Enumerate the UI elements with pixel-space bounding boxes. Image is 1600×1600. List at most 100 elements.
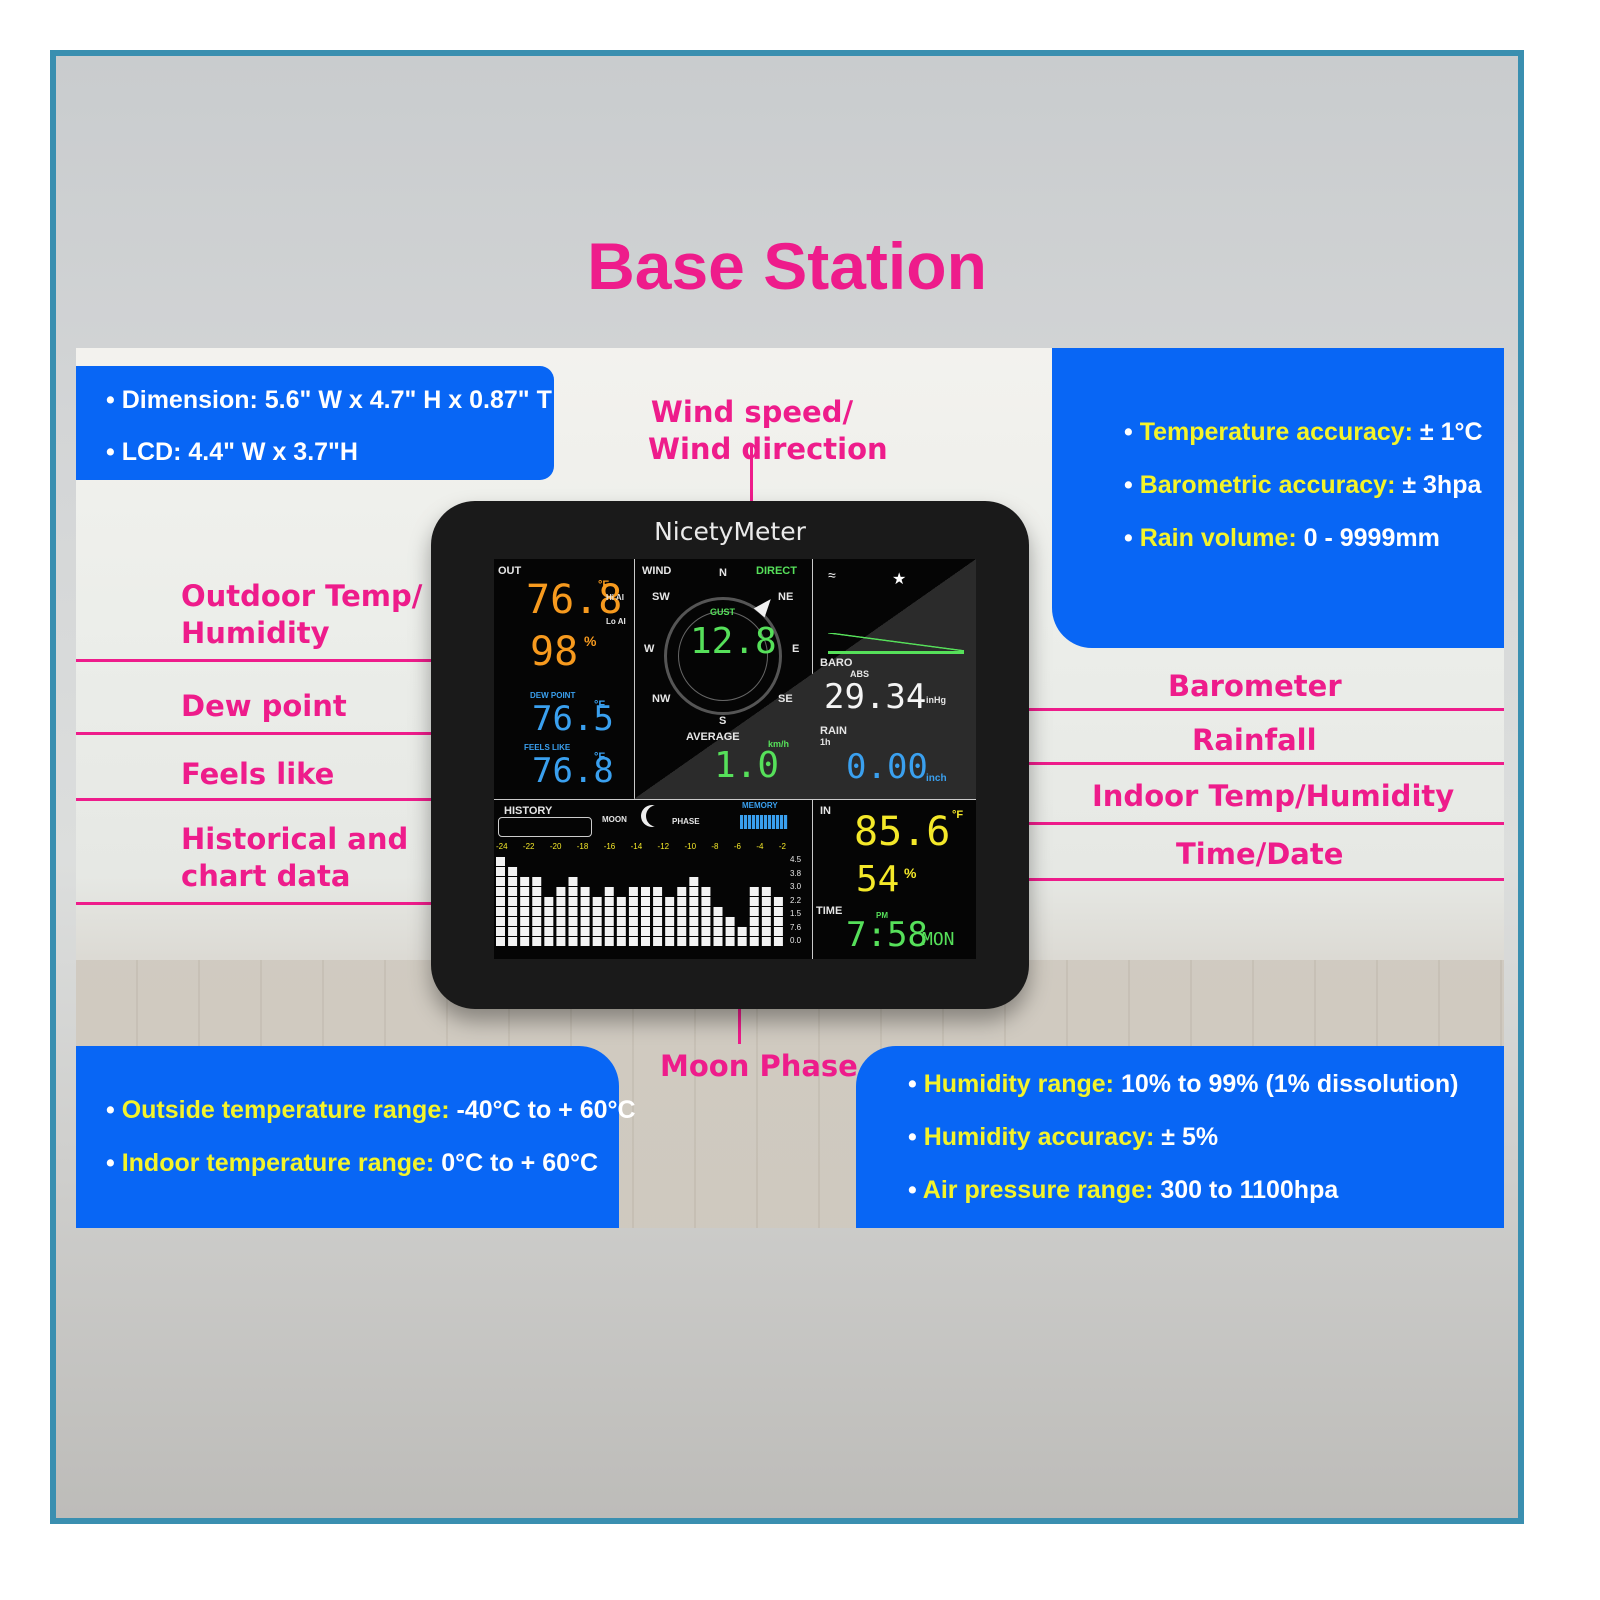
spec-value: 300 to 1100hpa [1153,1176,1339,1204]
spec-dimension: Dimension: 5.6" W x 4.7" H x 0.87" T [121,386,552,414]
history-bar-cell [568,897,578,906]
history-bar-cell [532,927,542,936]
spec-box-temperature-range: • Outside temperature range: -40°C to + … [76,1046,636,1228]
history-bar-cell [749,937,759,946]
history-bar-cell [580,887,590,896]
spec-value: ± 1°C [1412,418,1483,446]
history-bar-cell [508,907,518,916]
history-chart [496,857,783,946]
memory-bar [740,815,788,829]
history-bar-cell [641,927,650,936]
history-bar-cell [520,877,530,886]
history-bar-cell [773,927,783,936]
history-bar-cell [604,907,614,916]
history-bar-cell [556,927,566,936]
history-axis-tick: -4 [756,842,764,851]
feels-like-value: 76.8 [532,751,614,791]
history-bar-cell [713,917,723,926]
leader-line [960,762,1504,765]
history-bar-cell [520,907,530,916]
outdoor-temp-unit: °F [598,579,610,591]
memory-label: MEMORY [742,801,778,810]
history-bar-cell [496,867,505,876]
history-bar-cell [508,917,518,926]
spec-key: Humidity accuracy: [923,1123,1155,1151]
indoor-temp: 85.6 [854,809,951,855]
history-bar-cell [556,937,566,946]
history-bar-cell [616,927,626,936]
pm-label: PM [876,911,888,920]
history-bar-cell [616,897,626,906]
history-bar-cell [616,907,626,916]
history-bar-cell [653,937,663,946]
history-bar-cell [665,927,675,936]
frame: Base Station • Dimension: 5.6" W x 4.7" … [50,50,1524,1524]
history-bar-cell [677,917,687,926]
history-button[interactable] [498,817,592,837]
history-bar-cell [496,857,505,866]
history-axis-tick: -14 [630,842,643,851]
history-label: HISTORY [504,805,553,817]
compass-w: W [644,643,655,655]
history-axis: -24-22-20-18-16-14-12-10-8-6-4-2 [496,842,786,854]
average-label: AVERAGE [686,731,740,743]
label-outdoor: Outdoor Temp/ Humidity [181,578,422,652]
history-bar-cell [532,917,542,926]
label-outdoor-line2: Humidity [181,616,330,650]
spec-box-dimensions: • Dimension: 5.6" W x 4.7" H x 0.87" T •… [76,366,554,480]
history-axis-tick: -18 [576,842,589,851]
history-bar-cell [689,927,699,936]
history-bar-cell [592,927,602,936]
compass-ne: NE [778,591,794,603]
history-bar-cell [628,887,638,896]
history-bar-cell [496,917,505,926]
history-scale-tick: 3.8 [790,868,802,878]
history-bar-cell [556,897,566,906]
history-bar-cell [773,907,783,916]
history-bar-cell [641,917,650,926]
gust-label: GUST [710,607,736,617]
label-barometer: Barometer [1168,669,1342,703]
history-bar-cell [532,877,542,886]
wind-label: WIND [642,565,672,577]
history-axis-tick: -2 [778,842,786,851]
gust-value: 12.8 [690,621,777,662]
moon-label: MOON [602,815,627,824]
compass-s: S [719,715,727,727]
rainfall-value: 0.00 [846,747,928,787]
baro-label: BARO [820,657,853,669]
history-bar-cell [628,907,638,916]
history-bar-cell [496,897,505,906]
history-bar-cell [641,907,650,916]
history-bar-cell [665,897,675,906]
history-bar-cell [773,917,783,926]
history-bar-cell [544,937,554,946]
history-bar-cell [677,927,687,936]
spec-value: 0 - 9999mm [1296,524,1440,552]
history-bar-cell [604,937,614,946]
history-bar-cell [544,897,554,906]
history-bar-cell [749,917,759,926]
label-outdoor-line1: Outdoor Temp/ [181,579,423,613]
history-bar-cell [761,927,771,936]
history-bar-cell [556,907,566,916]
spec-lcd: LCD: 4.4" W x 3.7"H [121,438,358,466]
phase-label: PHASE [672,817,700,826]
history-bar-cell [628,937,638,946]
history-scale-tick: 2.2 [790,895,802,905]
history-bar-cell [496,937,505,946]
leader-line [76,902,466,905]
history-bar-cell [496,907,505,916]
history-axis-tick: -12 [657,842,670,851]
history-axis-tick: -22 [522,842,535,851]
leader-line [76,732,504,735]
spec-box-accuracy: • Temperature accuracy: ± 1°C • Barometr… [1052,348,1504,648]
history-bar-cell [701,897,711,906]
barometer-unit: inHg [926,695,946,705]
history-bar-cell [604,927,614,936]
history-bar-cell [653,907,663,916]
history-bar-cell [713,907,723,916]
history-bar-cell [677,887,687,896]
history-axis-tick: -24 [496,842,508,851]
abs-label: ABS [850,669,870,679]
